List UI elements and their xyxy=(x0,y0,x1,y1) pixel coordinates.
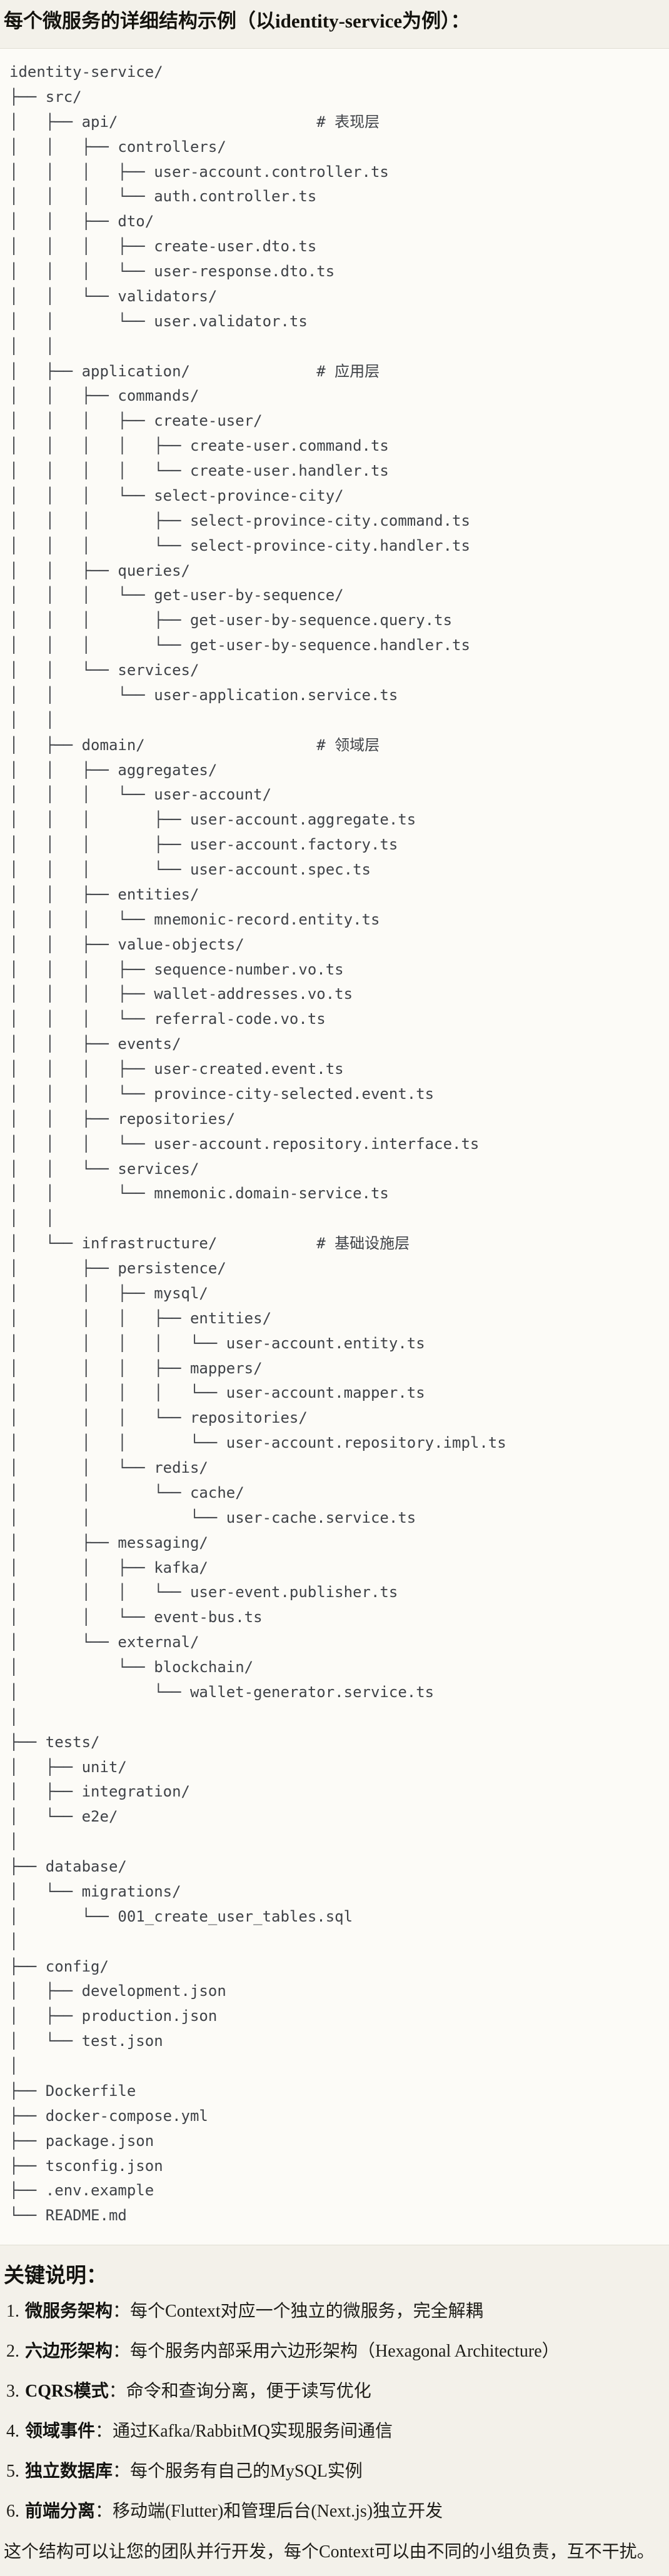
note-item-text: ：通过Kafka/RabbitMQ实现服务间通信 xyxy=(95,2422,393,2442)
note-item: 5. 独立数据库：每个服务有自己的MySQL实例 xyxy=(6,2462,663,2481)
page-title: 每个微服务的详细结构示例（以identity-service为例）： xyxy=(4,10,470,32)
note-item-label: 六边形架构 xyxy=(25,2342,113,2362)
footer-paragraph: 这个结构可以让您的团队并行开发，每个Context可以由不同的小组负责，互不干扰… xyxy=(4,2542,655,2562)
notes-heading: 关键说明： xyxy=(4,2263,107,2287)
notes-section: 关键说明： 1. 微服务架构：每个Context对应一个独立的微服务，完全解耦 2… xyxy=(0,2262,669,2576)
note-item: 6. 前端分离：移动端(Flutter)和管理后台(Next.js)独立开发 xyxy=(6,2502,663,2521)
note-item-text: ：每个服务内部采用六边形架构（Hexagonal Architecture） xyxy=(113,2342,560,2362)
note-item-label: 独立数据库 xyxy=(25,2462,113,2482)
note-item-number: 2. xyxy=(6,2342,19,2362)
note-item-text: ：每个Context对应一个独立的微服务，完全解耦 xyxy=(113,2302,483,2322)
note-item: 3. CQRS模式：命令和查询分离，便于读写优化 xyxy=(6,2382,663,2401)
note-item-number: 1. xyxy=(6,2302,19,2322)
note-item-text: ：每个服务有自己的MySQL实例 xyxy=(113,2462,363,2482)
note-item: 2. 六边形架构：每个服务内部采用六边形架构（Hexagonal Architec… xyxy=(6,2342,663,2361)
notes-list: 1. 微服务架构：每个Context对应一个独立的微服务，完全解耦 2. 六边形架构… xyxy=(4,2302,663,2521)
directory-tree-code-block: identity-service/ ├── src/ │ ├── api/ # … xyxy=(0,48,669,2246)
note-item-label: 微服务架构 xyxy=(25,2302,113,2322)
note-item-label: CQRS模式 xyxy=(25,2382,109,2402)
note-item-text: ：命令和查询分离，便于读写优化 xyxy=(108,2382,371,2402)
note-item-label: 前端分离 xyxy=(25,2502,96,2522)
note-item: 1. 微服务架构：每个Context对应一个独立的微服务，完全解耦 xyxy=(6,2302,663,2321)
note-item-number: 3. xyxy=(6,2382,19,2402)
note-item-number: 5. xyxy=(6,2462,19,2482)
note-item: 4. 领域事件：通过Kafka/RabbitMQ实现服务间通信 xyxy=(6,2422,663,2441)
note-item-number: 4. xyxy=(6,2422,19,2442)
note-item-number: 6. xyxy=(6,2502,19,2522)
note-item-text: ：移动端(Flutter)和管理后台(Next.js)独立开发 xyxy=(95,2502,443,2522)
note-item-label: 领域事件 xyxy=(25,2422,96,2442)
